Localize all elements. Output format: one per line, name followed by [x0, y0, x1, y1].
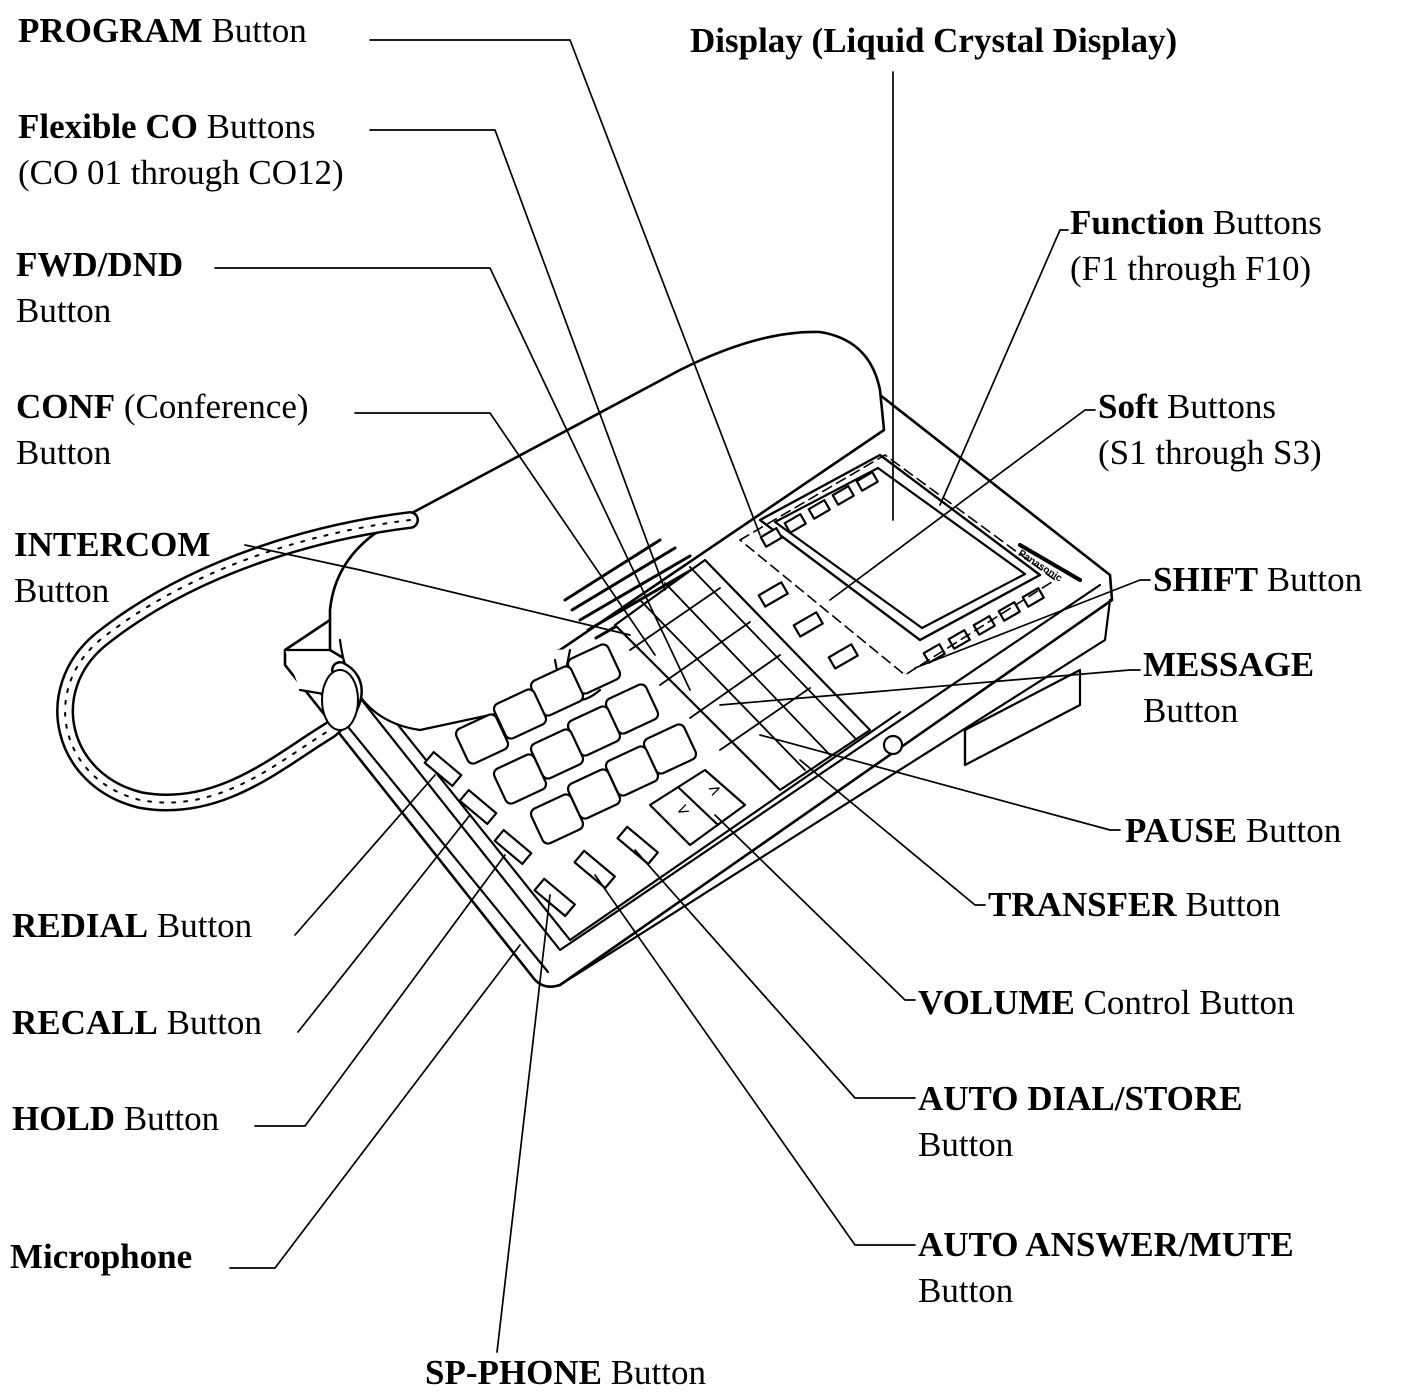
redial-button-label: REDIAL Button: [12, 906, 253, 945]
intercom-button-label: INTERCOM Button: [14, 525, 211, 610]
soft-buttons-label: Soft Buttons (S1 through S3): [1098, 387, 1322, 472]
display-panel-outline: [739, 454, 1056, 676]
recall-button-label: RECALL Button: [12, 1003, 262, 1042]
conf-button-label: CONF (Conference) Button: [16, 387, 309, 472]
soft-buttons[interactable]: [757, 581, 859, 670]
brand-strip: [1018, 543, 1082, 582]
handset: [328, 330, 886, 732]
bottom-buttons[interactable]: [533, 825, 659, 918]
hold-button-label: HOLD Button: [12, 1099, 220, 1138]
leader-lines: [214, 39, 1151, 1353]
fwd-dnd-button-label: FWD/DND Button: [16, 245, 184, 330]
sp-phone-button-label: SP-PHONE Button: [425, 1353, 706, 1392]
function-buttons-row[interactable]: [759, 471, 879, 548]
display-label: Display (Liquid Crystal Display): [690, 21, 1178, 60]
program-button-label: PROGRAM Button: [18, 11, 307, 50]
auto-dial-store-button-label: AUTO DIAL/STORE Button: [918, 1079, 1243, 1164]
left-edge-buttons[interactable]: [423, 750, 533, 866]
volume-control-button-label: VOLUME Control Button: [918, 983, 1295, 1022]
function-buttons-label: Function Buttons (F1 through F10): [1070, 203, 1322, 288]
transfer-button-label: TRANSFER Button: [988, 885, 1281, 924]
auto-answer-mute-button-label: AUTO ANSWER/MUTE Button: [918, 1225, 1294, 1310]
phone-base: [963, 668, 1082, 767]
co-button-panel[interactable]: [613, 558, 904, 792]
pause-button-label: PAUSE Button: [1125, 811, 1342, 850]
shift-button-label: SHIFT Button: [1153, 560, 1363, 599]
message-button-label: MESSAGE Button: [1143, 645, 1315, 730]
dial-pad[interactable]: [454, 642, 698, 845]
coiled-cord: [56, 511, 419, 812]
volume-control[interactable]: [648, 768, 747, 847]
microphone-label: Microphone: [10, 1237, 193, 1276]
flexible-co-buttons-label: Flexible CO Buttons (CO 01 through CO12): [18, 107, 344, 192]
